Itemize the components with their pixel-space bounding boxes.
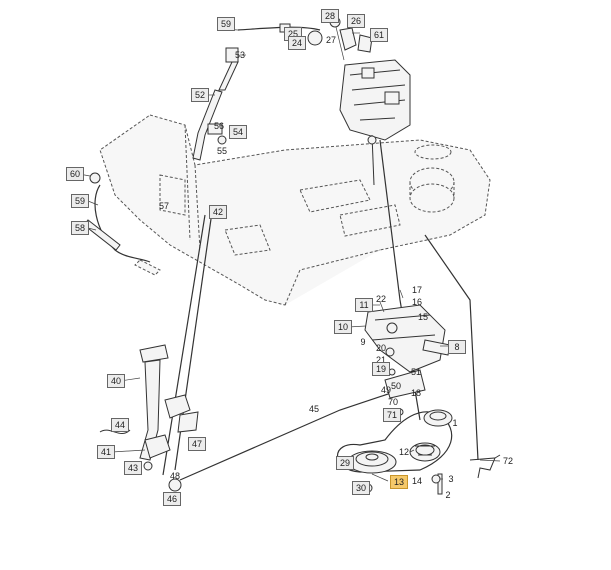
callout-9: 9 [360, 337, 366, 347]
transmission-assembly [339, 59, 411, 186]
callout-60: 60 [66, 167, 84, 181]
callout-48: 48 [169, 471, 180, 481]
callout-13-highlighted: 13 [390, 475, 408, 489]
idler-bracket-assembly [364, 304, 451, 416]
callout-42: 42 [209, 205, 227, 219]
spring-72 [469, 454, 501, 479]
callout-22: 22 [375, 294, 386, 304]
callout-57: 57 [158, 201, 169, 211]
callout-3: 3 [448, 474, 454, 484]
callout-72: 72 [502, 456, 513, 466]
callout-18: 18 [410, 388, 421, 398]
callout-29: 29 [336, 456, 354, 470]
callout-8: 8 [448, 340, 466, 354]
callout-27: 27 [325, 35, 336, 45]
callout-20: 20 [375, 343, 386, 353]
throttle-cable [237, 26, 321, 31]
main-frame [99, 114, 491, 306]
callout-30: 30 [352, 481, 370, 495]
callout-50: 50 [390, 381, 401, 391]
callout-15: 15 [417, 312, 428, 322]
callout-2: 2 [445, 490, 451, 500]
callout-10: 10 [334, 320, 352, 334]
callout-11: 11 [355, 298, 373, 312]
callout-59-top: 59 [217, 17, 235, 31]
callout-24: 24 [288, 36, 306, 50]
callout-44: 44 [111, 418, 129, 432]
callout-14: 14 [411, 476, 422, 486]
callout-16: 16 [411, 297, 422, 307]
callout-54: 54 [229, 125, 247, 139]
callout-40: 40 [107, 374, 125, 388]
callout-26: 26 [347, 14, 365, 28]
left-cable-assembly [83, 172, 151, 263]
callout-47: 47 [188, 437, 206, 451]
callout-51: 51 [410, 367, 421, 377]
callout-61: 61 [370, 28, 388, 42]
callout-1: 1 [452, 418, 458, 428]
callout-55: 55 [216, 146, 227, 156]
callout-21: 21 [375, 355, 386, 365]
callout-43: 43 [124, 461, 142, 475]
callout-41: 41 [97, 445, 115, 459]
callout-53: 53 [234, 50, 245, 60]
callout-58: 58 [71, 221, 89, 235]
callout-12: 12 [398, 447, 409, 457]
callout-49: 49 [380, 385, 391, 395]
leader-lines [78, 28, 501, 482]
callout-52: 52 [191, 88, 209, 102]
callout-19: 19 [372, 362, 390, 376]
callout-28: 28 [321, 9, 339, 23]
brake-pedal-assembly [99, 344, 199, 492]
callout-46: 46 [163, 492, 181, 506]
callout-70: 70 [387, 397, 398, 407]
callout-59-left: 59 [71, 194, 89, 208]
callout-56: 56 [213, 121, 224, 131]
callout-71: 71 [383, 408, 401, 422]
callout-17: 17 [411, 285, 422, 295]
shift-lever [192, 61, 239, 161]
callout-45: 45 [308, 404, 319, 414]
shift-gear-cluster [307, 16, 373, 61]
